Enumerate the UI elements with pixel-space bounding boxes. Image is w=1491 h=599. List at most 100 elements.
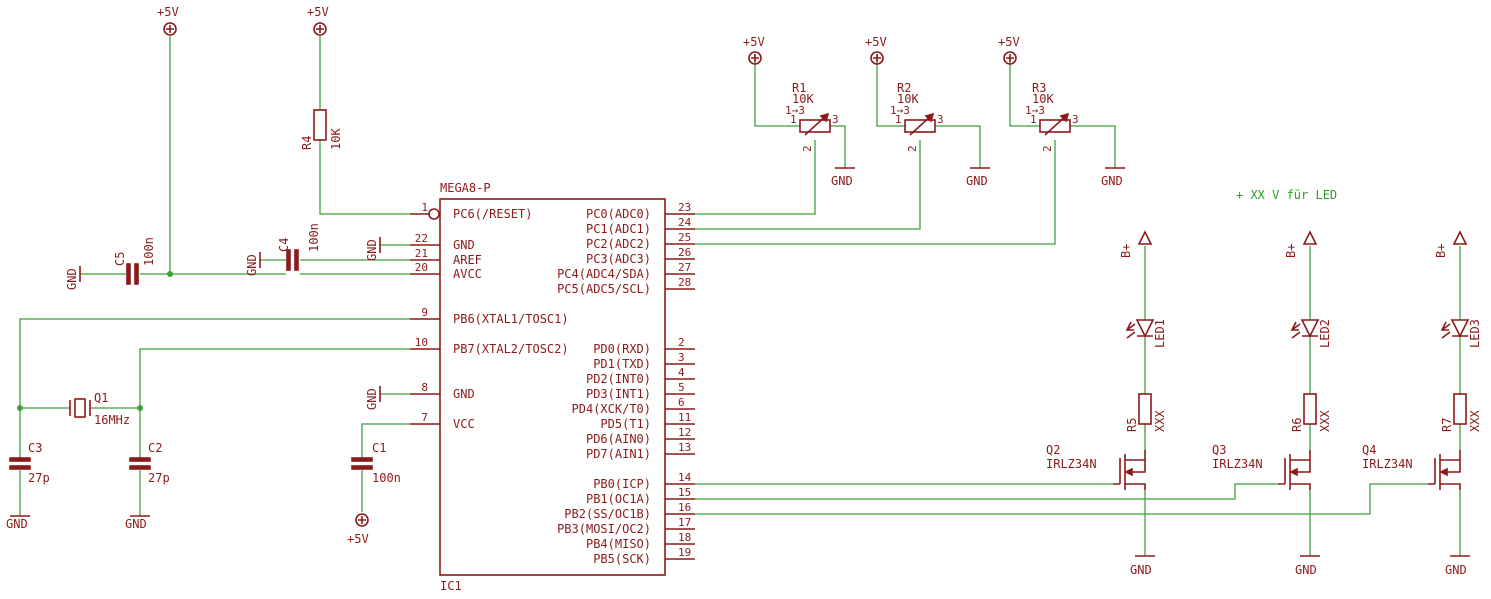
pot-arrow-label: 1→3 [890,104,910,117]
ic-pin-number: 27 [678,261,691,274]
ic-pin-name: PD2(INT0) [586,372,651,386]
ic-pin-name: GND [453,238,475,252]
ic-pin-name: PC0(ADC0) [586,207,651,221]
resistor-r4: R4 10K [300,109,343,150]
ic-pin-name: VCC [453,417,475,431]
ic-pin-number: 6 [678,396,685,409]
component-value: XXX [1468,410,1482,432]
ic-pin-number: 25 [678,231,691,244]
pin-number: 3 [937,113,944,126]
capacitor-c1: C1 100n [351,441,401,485]
ic-pin-name: PB2(SS/OC1B) [564,507,651,521]
component-ref: C4 [277,238,291,252]
capacitor-c2: C2 27p [129,441,170,485]
ic-pin-number: 19 [678,546,691,559]
wires [19,36,1461,556]
led-channel-2: B+ LED2 R6 XXX Q3 IRLZ34N [1212,230,1332,490]
ic-pin-name: PC6(/RESET) [453,207,532,221]
pin-number: 1 [790,113,797,126]
ground-label: GND [125,517,147,531]
component-ref: R5 [1125,418,1139,432]
component-value: 10K [1032,92,1054,106]
pot-arrow-label: 1→3 [1025,104,1045,117]
ic-pin-number: 28 [678,276,691,289]
ground-pot3: GND [1101,167,1125,188]
supply-label: B+ [1284,244,1298,258]
ground-pin8: GND [365,386,381,410]
ic-pin-name: PB3(MOSI/OC2) [557,522,651,536]
component-ref: C1 [372,441,386,455]
junction-dot [167,271,173,277]
component-value: XXX [1153,410,1167,432]
ic-pin-name: PB6(XTAL1/TOSC1) [453,312,569,326]
ic-pin-name: PB1(OC1A) [586,492,651,506]
supply-pot-3: +5V [998,35,1020,65]
component-ref: Q2 [1046,443,1060,457]
potentiometer-r3: R3 10K 1→3 1 3 2 [1025,81,1079,152]
supply-label: B+ [1434,244,1448,258]
ic-pin-name: PD5(T1) [600,417,651,431]
component-value: 10K [329,128,343,150]
ground-pin22: GND [365,237,381,261]
led-channel-1: B+ LED1 R5 XXX Q2 IRLZ34N [1046,230,1167,490]
supply-top-2: +5V [307,5,329,36]
led-supply-note: + XX V für LED [1236,188,1337,202]
ic-pin-number: 16 [678,501,691,514]
ground-label: GND [831,174,853,188]
ic-pin-name: PC3(ADC3) [586,252,651,266]
junction-dot [137,405,143,411]
ground-pot2: GND [966,167,990,188]
component-ref: LED1 [1153,319,1167,348]
ic-ref: IC1 [440,579,462,593]
component-ref: R1 [792,81,806,95]
component-ref: R7 [1440,418,1454,432]
ground-label: GND [1445,563,1467,577]
capacitor-c4: C4 100n [277,223,321,271]
ic-pin-name: PD6(AIN0) [586,432,651,446]
ic-part-name: MEGA8-P [440,181,491,195]
crystal-q1: Q1 16MHz [69,391,130,427]
ground-label: GND [966,174,988,188]
ic-pin-number: 22 [415,232,428,245]
supply-label: B+ [1119,244,1133,258]
ic-pin-number: 15 [678,486,691,499]
reset-inversion-bubble [428,208,440,220]
pin-number: 2 [1041,145,1054,152]
junction-dot [17,405,23,411]
component-value: 16MHz [94,413,130,427]
supply-label: +5V [307,5,329,19]
ground-c2: GND [125,515,150,531]
component-ref: LED3 [1468,319,1482,348]
component-value: IRLZ34N [1362,457,1413,471]
ground-c4: GND [245,252,261,276]
junctions [17,271,173,411]
ic-pin-name: PC2(ADC2) [586,237,651,251]
ic-pin-number: 10 [415,336,428,349]
ground-q3: GND [1295,555,1320,577]
ground-c5: GND [65,266,81,290]
pin-number: 3 [1072,113,1079,126]
ic-pin-number: 9 [421,306,428,319]
ic-pin-name: PB4(MISO) [586,537,651,551]
ic-pin-name: PD0(RXD) [593,342,651,356]
ic-pin-number: 8 [421,381,428,394]
pin-number: 2 [801,145,814,152]
component-value: IRLZ34N [1046,457,1097,471]
ic-pin-name: PD1(TXD) [593,357,651,371]
potentiometer-r1: R1 10K 1→3 1 3 2 [785,81,839,152]
component-ref: LED2 [1318,319,1332,348]
capacitor-c3: C3 27p [9,441,50,485]
ic-pin-number: 11 [678,411,691,424]
component-value: 27p [148,471,170,485]
component-ref: R2 [897,81,911,95]
component-value: 10K [792,92,814,106]
ground-label: GND [1101,174,1123,188]
ic-pin-name: PB5(SCK) [593,552,651,566]
supply-pot-2: +5V [865,35,887,65]
component-value: IRLZ34N [1212,457,1263,471]
ic-pin-name: AREF [453,253,482,267]
ic-pin-name: PB0(ICP) [593,477,651,491]
component-ref: R4 [300,136,314,150]
